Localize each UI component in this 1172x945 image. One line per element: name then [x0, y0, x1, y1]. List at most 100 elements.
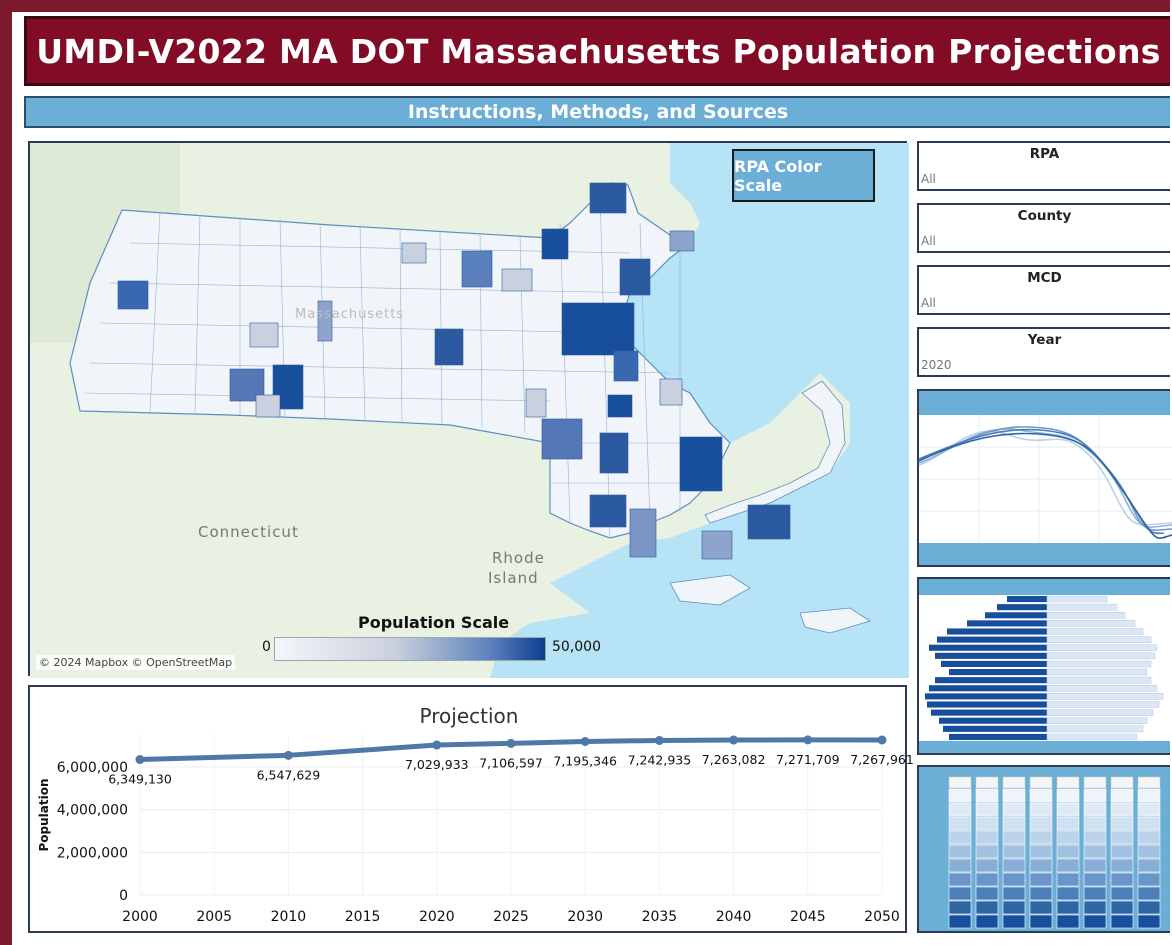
table-cell: [975, 914, 999, 929]
label-rhode: Rhode: [492, 549, 545, 567]
data-label: 7,106,597: [479, 755, 543, 770]
filter-rpa[interactable]: RPA All: [917, 141, 1170, 191]
x-tick-label: 2050: [864, 909, 900, 925]
pyramid-bar-left: [985, 612, 1047, 619]
filter-mcd-value[interactable]: All: [921, 296, 936, 310]
population-scale-min: 0: [262, 639, 271, 655]
table-cell: [1110, 844, 1134, 859]
filter-rpa-value[interactable]: All: [921, 172, 936, 186]
pyramid-bar-right: [1046, 725, 1144, 733]
table-cell: [948, 802, 972, 817]
table-cell: [1002, 914, 1026, 929]
table-cell: [1002, 872, 1026, 887]
rpa-color-scale-button[interactable]: RPA Color Scale: [732, 149, 875, 202]
data-label: 7,029,933: [405, 757, 469, 772]
table-cell: [1029, 830, 1053, 845]
pyramid-bar-left: [949, 733, 1047, 740]
map-attribution[interactable]: © 2024 Mapbox © OpenStreetMap: [36, 655, 236, 670]
table-header-cell: [1137, 776, 1161, 789]
map-canvas[interactable]: [30, 143, 909, 678]
population-map[interactable]: RPA Color Scale Connecticut Rhode Island…: [28, 141, 909, 678]
data-point: [580, 736, 590, 746]
age-curve-thumbnail[interactable]: [917, 389, 1172, 567]
data-point: [283, 750, 293, 760]
age-table-thumbnail[interactable]: [917, 765, 1170, 933]
table-cell: [948, 886, 972, 901]
data-label: 7,263,082: [702, 752, 766, 767]
pyramid-bar-left: [929, 685, 1047, 692]
town-shade: [461, 250, 493, 288]
filter-mcd-label: MCD: [1027, 270, 1062, 286]
town-shade: [701, 530, 733, 560]
town-shade: [607, 394, 633, 418]
filter-year-label: Year: [1027, 332, 1062, 348]
population-scale-title: Population Scale: [358, 613, 510, 632]
town-shade: [249, 322, 279, 348]
y-axis-label: Population: [37, 778, 51, 851]
town-shade: [619, 258, 651, 296]
table-cell: [1056, 872, 1080, 887]
age-table-columns: [948, 776, 1161, 929]
table-cell: [1137, 858, 1161, 873]
table-cell: [975, 816, 999, 831]
pyramid-bar-left: [941, 660, 1047, 667]
age-pyramid-thumbnail[interactable]: [917, 577, 1170, 755]
instructions-button[interactable]: Instructions, Methods, and Sources: [24, 96, 1170, 128]
table-cell: [1110, 816, 1134, 831]
table-cell: [1110, 872, 1134, 887]
table-cell: [948, 844, 972, 859]
pyramid-bar-right: [1046, 595, 1108, 603]
table-cell: [948, 900, 972, 915]
table-header-cell: [1110, 776, 1134, 789]
filter-year-value[interactable]: 2020: [921, 358, 952, 372]
x-tick-label: 2000: [122, 909, 158, 925]
filter-county[interactable]: County All: [917, 203, 1170, 253]
pyramid-bar-right: [1046, 684, 1158, 692]
pyramid-bar-right: [1046, 668, 1148, 676]
population-scale-bar: [274, 637, 546, 661]
table-header-cell: [1002, 776, 1026, 789]
town-shade: [434, 328, 464, 366]
table-cell: [975, 830, 999, 845]
town-shade: [589, 494, 627, 528]
table-cell: [1137, 802, 1161, 817]
town-borders: [84, 192, 720, 539]
pyramid-bar-left: [927, 701, 1047, 708]
data-label: 7,195,346: [553, 753, 617, 768]
table-cell: [1137, 816, 1161, 831]
table-cell: [1056, 914, 1080, 929]
pyramid-bar-left: [939, 717, 1047, 724]
table-cell: [1110, 858, 1134, 873]
filter-rpa-label: RPA: [1029, 146, 1060, 162]
town-shade: [501, 268, 533, 292]
pyramid-bar-right: [1046, 717, 1148, 725]
table-cell: [975, 802, 999, 817]
y-tick-label: 2,000,000: [57, 845, 128, 861]
filter-year[interactable]: Year 2020: [917, 327, 1170, 377]
data-point: [506, 738, 516, 748]
data-point: [135, 755, 145, 765]
data-label: 7,242,935: [628, 752, 692, 767]
table-cell: [1137, 830, 1161, 845]
table-cell: [1056, 788, 1080, 803]
table-cell: [948, 914, 972, 929]
x-tick-label: 2010: [271, 909, 307, 925]
town-shade: [613, 350, 639, 382]
table-header-cell: [1056, 776, 1080, 789]
projection-chart-canvas[interactable]: ProjectionPopulation02,000,0004,000,0006…: [30, 687, 914, 935]
x-tick-label: 2045: [790, 909, 826, 925]
pyramid-bar-right: [1046, 733, 1138, 741]
filter-county-value[interactable]: All: [921, 234, 936, 248]
table-cell: [1110, 802, 1134, 817]
table-cell: [975, 900, 999, 915]
town-shade: [679, 436, 723, 492]
table-cell: [1110, 886, 1134, 901]
town-shade: [317, 300, 333, 342]
filter-mcd[interactable]: MCD All: [917, 265, 1170, 315]
town-shade: [117, 280, 149, 310]
table-cell: [1110, 914, 1134, 929]
table-cell: [1002, 830, 1026, 845]
table-cell: [1002, 816, 1026, 831]
table-cell: [1002, 900, 1026, 915]
